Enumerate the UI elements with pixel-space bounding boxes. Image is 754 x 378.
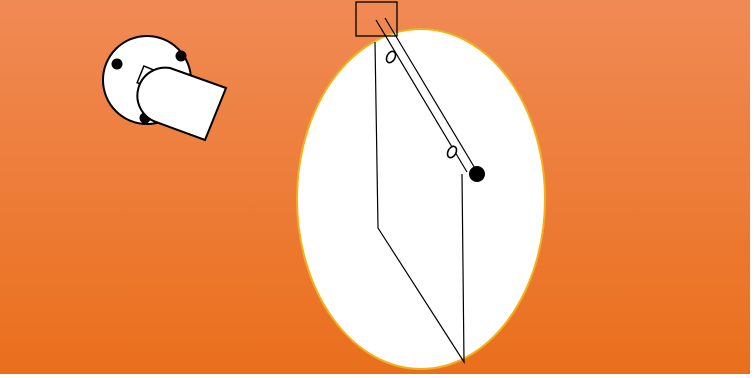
arm-rail-right <box>384 17 477 171</box>
light-pool-ellipse <box>296 28 546 370</box>
spotlight-lamp-icon <box>102 35 228 142</box>
lamp-bolt-1 <box>111 58 123 70</box>
arm-ring-upper <box>385 50 397 64</box>
panel-outline <box>374 41 465 365</box>
lamp-head <box>136 66 228 142</box>
ceiling-mount-icon <box>355 1 398 37</box>
pivot-ball-icon <box>469 166 485 182</box>
lamp-bolt-2 <box>175 50 187 62</box>
arm-ring-lower <box>446 145 458 159</box>
